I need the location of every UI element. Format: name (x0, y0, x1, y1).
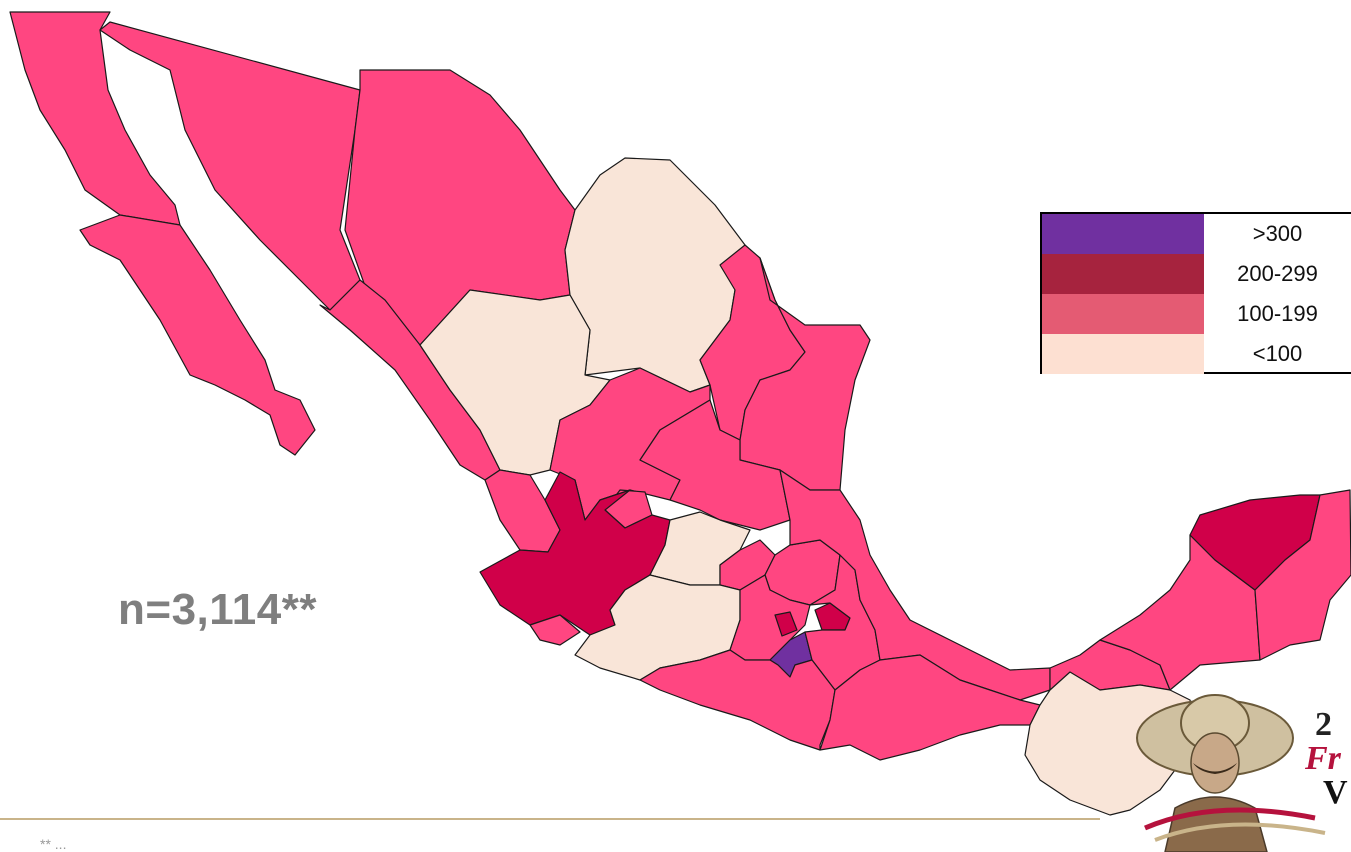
state-jalisco (479, 471, 671, 636)
sample-size-label: n=3,114** (118, 585, 317, 634)
state-ciudad-de-mexico (774, 611, 798, 637)
state-nayarit (484, 469, 561, 553)
legend-row-200-299: 200-299 (1042, 254, 1351, 294)
legend-swatch (1042, 334, 1204, 374)
state-colima (529, 614, 581, 646)
logo-initial: V (1323, 774, 1348, 811)
legend-swatch (1042, 254, 1204, 294)
state-baja-california (9, 11, 181, 226)
sombrero-portrait-icon (1136, 694, 1326, 852)
legend-label: >300 (1252, 221, 1303, 246)
legend-label: 100-199 (1237, 301, 1318, 326)
logo-year: 2 (1315, 706, 1332, 743)
legend-row-100-199: 100-199 (1042, 294, 1351, 334)
commemorative-logo: 2 Fr V (1135, 668, 1351, 852)
state-guerrero (639, 649, 836, 751)
state-san-luis-potosi (639, 399, 791, 531)
legend-swatch (1042, 294, 1204, 334)
legend-swatch (1042, 214, 1204, 254)
legend-label: 200-299 (1237, 261, 1318, 286)
logo-name: Fr (1305, 740, 1341, 777)
legend-row-gt300: >300 (1042, 214, 1351, 254)
legend-row-lt100: <100 (1042, 334, 1351, 374)
state-baja-california-sur (79, 214, 316, 456)
footnote: ** ... (40, 836, 67, 852)
legend: >300 200-299 100-199 <100 (1040, 212, 1351, 374)
state-estado-de-mexico (729, 574, 811, 661)
footer-rule (0, 818, 1100, 820)
legend-label: <100 (1252, 341, 1303, 366)
